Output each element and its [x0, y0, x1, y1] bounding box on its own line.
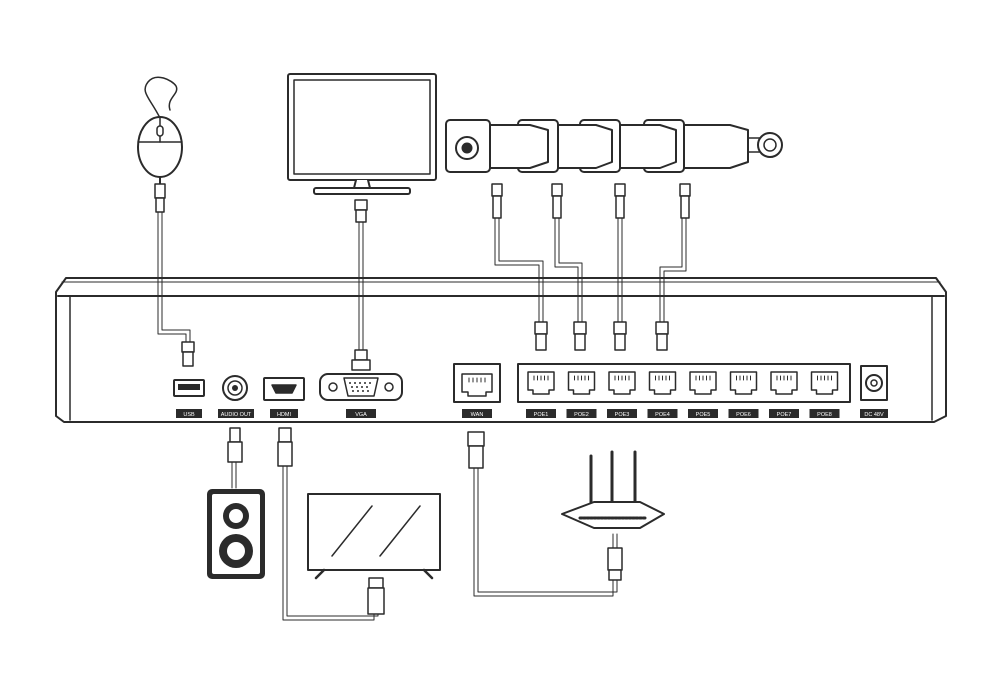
poe-label-text: POE1 — [534, 412, 549, 418]
poe-label-text: POE2 — [574, 412, 589, 418]
wan-cable — [473, 467, 618, 597]
router-plug — [607, 547, 623, 581]
svg-text:WAN: WAN — [471, 412, 484, 418]
poe-plugs — [534, 321, 669, 351]
poe-port — [689, 371, 717, 395]
svg-text:AUDIO OUT: AUDIO OUT — [221, 412, 252, 418]
wan-plug — [467, 431, 485, 469]
poe-label: POE2 — [566, 409, 597, 418]
router-cable — [612, 533, 618, 549]
poe2-plug — [573, 321, 587, 351]
audio-plug — [227, 427, 243, 463]
vga-port — [319, 349, 403, 401]
monitor-icon — [287, 73, 437, 223]
poe-port — [567, 371, 596, 395]
hdmi-cable — [282, 465, 379, 621]
poe-label-text: POE3 — [615, 412, 630, 418]
audio-out-port — [222, 375, 248, 401]
poe-label: POE8 — [809, 409, 840, 418]
poe-port — [729, 371, 758, 395]
wan-label: WAN — [462, 409, 492, 418]
cables — [157, 211, 687, 621]
poe-port — [608, 371, 636, 395]
svg-text:VGA: VGA — [355, 412, 367, 418]
poe-label: POE7 — [769, 409, 799, 418]
poe1-plug — [534, 321, 548, 351]
usb-label: USB — [176, 409, 202, 418]
dc-power-port — [860, 365, 888, 401]
svg-text:DC 48V: DC 48V — [864, 412, 884, 418]
poe-label: POE3 — [607, 409, 637, 418]
poe2-cable — [554, 217, 583, 323]
poe-label: POE5 — [688, 409, 718, 418]
mouse-icon — [137, 76, 183, 213]
svg-text:USB: USB — [183, 412, 195, 418]
hdmi-plug — [277, 427, 293, 467]
poe-label: POE6 — [728, 409, 759, 418]
tv-icon — [307, 493, 441, 580]
dc-label: DC 48V — [860, 409, 888, 418]
poe4-cable — [659, 217, 687, 323]
svg-text:HDMI: HDMI — [277, 412, 292, 418]
poe-label-text: POE5 — [696, 412, 711, 418]
hdmi-port — [263, 377, 305, 401]
camera-mount — [743, 132, 783, 158]
audio-cable — [231, 461, 237, 489]
lower-plugs — [227, 427, 623, 615]
speaker-icon — [207, 489, 265, 579]
poe3-cable — [617, 217, 623, 323]
usb-cable — [157, 211, 191, 343]
vga-label: VGA — [346, 409, 376, 418]
ip-cameras — [445, 119, 783, 219]
router-icon — [561, 450, 665, 529]
poe-port — [810, 371, 839, 395]
poe-label-text: POE7 — [777, 412, 792, 418]
poe-ports — [527, 371, 839, 395]
poe-label-text: POE6 — [736, 412, 751, 418]
poe-port — [527, 371, 555, 395]
poe-port — [770, 371, 798, 395]
poe1-cable — [494, 217, 544, 323]
usb-port — [173, 341, 205, 397]
ip-camera-icon — [445, 119, 549, 219]
poe-port — [648, 371, 677, 395]
vga-cable — [358, 221, 364, 351]
poe-label-text: POE4 — [655, 412, 670, 418]
poe4-plug — [655, 321, 669, 351]
audio-out-label: AUDIO OUT — [218, 409, 254, 418]
poe3-plug — [613, 321, 627, 351]
hdmi-label: HDMI — [270, 409, 298, 418]
poe-label-text: POE8 — [817, 412, 832, 418]
wan-port — [453, 363, 501, 403]
poe-label: POE4 — [647, 409, 678, 418]
poe-labels: POE1 POE2 POE3 POE4 POE5 POE6 POE7 POE8 — [526, 409, 840, 418]
tv-hdmi-plug — [367, 577, 385, 615]
poe-label: POE1 — [526, 409, 556, 418]
